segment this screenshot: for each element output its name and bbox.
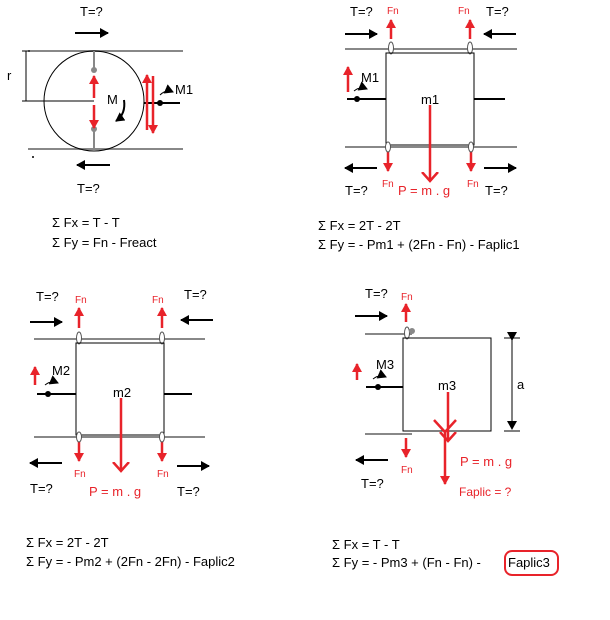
- p2-equation-fy: Σ Fy = - Pm1 + (2Fn - Fn) - Faplic1: [318, 237, 520, 252]
- p1-bottom-force-label: T=?: [77, 181, 100, 196]
- p4-equation-fy-highlight: Faplic3: [508, 555, 550, 570]
- p2-moment-arrow: [353, 81, 368, 92]
- p3-top-left-force-label: T=?: [36, 289, 59, 304]
- p3-fn-top-left-label: Fn: [75, 295, 87, 306]
- p1-outer-moment-arrow: [159, 84, 174, 96]
- p4-dimension-label: a: [517, 377, 525, 392]
- p4-moment-label: M3: [376, 357, 394, 372]
- panel-4-block-m3: T=? Fn m3 a M3 Fn T=? P = m . g Faplic =…: [332, 286, 559, 576]
- p2-fn-top-left-label: Fn: [387, 6, 399, 17]
- panel-1-pulley: T=? r M M1 T=? Σ Fx = T - T: [7, 4, 193, 250]
- p4-shaft-dot: [375, 384, 381, 390]
- p2-moment-label: M1: [361, 70, 379, 85]
- p4-top-force-label: T=?: [365, 286, 388, 301]
- p2-bottom-left-force-label: T=?: [345, 183, 368, 198]
- p2-fn-bottom-left-label: Fn: [382, 179, 394, 190]
- p1-inner-moment-label: M: [107, 92, 118, 107]
- p4-weight-label: P = m . g: [460, 454, 512, 469]
- p2-top-left-roller: [388, 41, 394, 55]
- p3-top-right-roller: [159, 331, 165, 345]
- p2-mass-label: m1: [421, 92, 439, 107]
- p3-top-left-roller: [76, 331, 82, 345]
- p4-fn-top-label: Fn: [401, 292, 413, 303]
- p3-shaft-dot: [45, 391, 51, 397]
- p3-bottom-right-roller: [159, 431, 165, 443]
- p4-applied-chevron-right: [444, 419, 457, 433]
- p2-top-right-roller: [467, 41, 473, 55]
- p2-bottom-right-roller: [468, 141, 474, 153]
- p4-applied-chevron-left: [433, 419, 446, 433]
- p1-outer-moment-label: M1: [175, 82, 193, 97]
- p2-top-left-force-label: T=?: [350, 4, 373, 19]
- p2-bottom-left-roller: [385, 141, 391, 153]
- p3-fn-bottom-left-label: Fn: [74, 469, 86, 480]
- p2-bottom-right-force-label: T=?: [485, 183, 508, 198]
- p3-bottom-left-roller: [76, 431, 82, 443]
- p2-equation-fx: Σ Fx = 2T - 2T: [318, 218, 401, 233]
- p1-rod-top-dot: [91, 67, 97, 73]
- p1-shaft-dot: [157, 100, 163, 106]
- p1-stray-dot: [32, 156, 34, 158]
- p2-shaft-dot: [354, 96, 360, 102]
- p1-equation-fx: Σ Fx = T - T: [52, 215, 120, 230]
- p1-inner-moment-arrow: [115, 99, 126, 122]
- p4-top-right-roller: [409, 328, 415, 334]
- p3-equation-fx: Σ Fx = 2T - 2T: [26, 535, 109, 550]
- p3-bottom-right-force-label: T=?: [177, 484, 200, 499]
- p4-equation-fy: Σ Fy = - Pm3 + (Fn - Fn) -: [332, 555, 481, 570]
- p1-equation-fy: Σ Fy = Fn - Freact: [52, 235, 157, 250]
- p3-moment-label: M2: [52, 363, 70, 378]
- p4-equation-fx: Σ Fx = T - T: [332, 537, 400, 552]
- p3-equation-fy: Σ Fy = - Pm2 + (2Fn - 2Fn) - Faplic2: [26, 554, 235, 569]
- p3-moment-arrow: [44, 375, 59, 386]
- p2-fn-top-right-label: Fn: [458, 6, 470, 17]
- p4-applied-force-label: Faplic = ?: [459, 485, 512, 499]
- p1-top-force-label: T=?: [80, 4, 103, 19]
- p3-top-right-force-label: T=?: [184, 287, 207, 302]
- panel-3-block-m2: T=? Fn Fn T=? m2 M2 Fn Fn T=? P = m . g …: [26, 287, 235, 569]
- p3-weight-label: P = m . g: [89, 484, 141, 499]
- p4-mass-label: m3: [438, 378, 456, 393]
- p3-mass-label: m2: [113, 385, 131, 400]
- p4-moment-arrow: [372, 369, 387, 380]
- p4-fn-bottom-label: Fn: [401, 465, 413, 476]
- p2-fn-bottom-right-label: Fn: [467, 179, 479, 190]
- panel-2-block-m1: T=? Fn Fn T=? m1 M1 T=? Fn P = m . g Fn …: [318, 4, 520, 252]
- p3-fn-bottom-right-label: Fn: [157, 469, 169, 480]
- p2-top-right-force-label: T=?: [486, 4, 509, 19]
- p3-bottom-left-force-label: T=?: [30, 481, 53, 496]
- p4-top-left-roller: [404, 326, 410, 340]
- p4-bottom-force-label: T=?: [361, 476, 384, 491]
- p1-radius-label: r: [7, 68, 12, 83]
- p4-highlight-box: [504, 550, 559, 576]
- p3-fn-top-right-label: Fn: [152, 295, 164, 306]
- p2-weight-label: P = m . g: [398, 183, 450, 198]
